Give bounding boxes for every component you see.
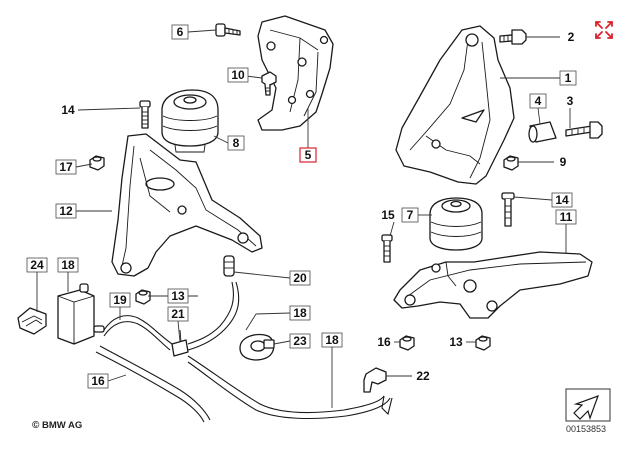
svg-text:21: 21 (171, 307, 185, 321)
callout-4[interactable]: 4 (529, 93, 547, 109)
part-20-fitting (223, 255, 235, 277)
part-15-bolt (501, 192, 515, 227)
callout-3[interactable]: 3 (562, 94, 578, 108)
svg-text:20: 20 (293, 271, 307, 285)
callout-18-left[interactable]: 16 (87, 373, 109, 389)
callout-21[interactable]: 21 (167, 306, 189, 322)
part-11-support-arm (393, 251, 593, 319)
part-1-support-bracket-right (395, 25, 515, 185)
svg-text:14: 14 (555, 193, 569, 207)
part-10-bolt (261, 71, 277, 96)
callout-2[interactable]: 2 (560, 30, 576, 44)
svg-text:22: 22 (416, 369, 430, 383)
part-8-engine-mount (161, 89, 219, 153)
svg-text:23: 23 (293, 334, 307, 348)
callout-14-left[interactable]: 14 (58, 103, 78, 117)
callout-12[interactable]: 12 (55, 203, 77, 219)
callout-16-left[interactable]: 17 (55, 159, 77, 175)
svg-text:13: 13 (171, 289, 185, 303)
svg-text:4: 4 (535, 94, 542, 108)
callout-22[interactable]: 22 (412, 369, 432, 383)
svg-text:3: 3 (567, 94, 574, 108)
svg-text:5: 5 (305, 148, 312, 162)
callout-17[interactable]: 18 (57, 257, 79, 273)
part-14-bolt-right (381, 234, 393, 263)
callout-13-left[interactable]: 13 (167, 288, 189, 304)
part-4-bushing (528, 121, 557, 143)
callout-7[interactable]: 7 (401, 207, 419, 223)
svg-text:17: 17 (59, 160, 73, 174)
part-6-bolt (215, 23, 241, 37)
callout-1[interactable]: 1 (559, 70, 577, 86)
part-12-support-bracket (111, 133, 263, 277)
svg-text:16: 16 (377, 335, 391, 349)
callout-10[interactable]: 10 (227, 67, 249, 83)
next-diagram-arrow-icon[interactable] (565, 388, 611, 422)
part-13-nut-right (475, 335, 491, 351)
vacuum-hoses (95, 281, 393, 423)
svg-text:8: 8 (233, 136, 240, 150)
part-21-t-connector (171, 329, 189, 357)
callout-23[interactable]: 23 (289, 333, 311, 349)
svg-text:13: 13 (449, 335, 463, 349)
callout-6[interactable]: 6 (171, 24, 189, 40)
svg-text:18: 18 (61, 258, 75, 272)
svg-text:7: 7 (407, 208, 414, 222)
svg-text:10: 10 (231, 68, 245, 82)
part-16-nut-left (89, 155, 105, 171)
copyright-symbol: © (32, 420, 40, 431)
svg-text:18: 18 (325, 333, 339, 347)
diagram-number: 00153853 (566, 424, 607, 434)
part-24-holder (17, 307, 47, 335)
callout-15[interactable]: 14 (551, 192, 573, 208)
callout-16-right[interactable]: 16 (374, 335, 394, 349)
part-13-nut-left (135, 289, 151, 305)
svg-text:9: 9 (560, 155, 567, 169)
svg-text:1: 1 (565, 71, 572, 85)
callout-24[interactable]: 24 (26, 257, 48, 273)
svg-text:18: 18 (293, 306, 307, 320)
svg-text:6: 6 (177, 25, 184, 39)
leader-lines (36, 29, 571, 408)
part-3-bolt (565, 121, 603, 139)
svg-text:2: 2 (568, 30, 575, 44)
svg-text:14: 14 (61, 103, 75, 117)
svg-text:15: 15 (381, 208, 395, 222)
part-14-bolt-left (139, 100, 151, 129)
copyright-text: BMW AG (42, 420, 83, 431)
svg-text:12: 12 (59, 204, 73, 218)
copyright-notice: © BMW AG (32, 420, 82, 431)
callout-8[interactable]: 8 (227, 135, 245, 151)
part-16-nut-right (399, 335, 415, 351)
svg-text:24: 24 (30, 258, 44, 272)
part-22-elbow-fitting (363, 367, 387, 393)
callout-13-right[interactable]: 13 (446, 335, 466, 349)
expand-arrows-icon[interactable] (591, 16, 617, 42)
part-7-engine-mount (429, 197, 483, 251)
callout-11[interactable]: 11 (555, 209, 577, 225)
callout-18-mid[interactable]: 18 (289, 305, 311, 321)
part-2-bolt (499, 29, 527, 45)
svg-text:11: 11 (560, 210, 573, 224)
part-17-pressure-converter (57, 283, 105, 345)
callout-19[interactable]: 19 (109, 292, 131, 308)
part-23-hose-clamp (239, 333, 275, 361)
callout-5[interactable]: 5 (299, 147, 317, 163)
svg-text:16: 16 (91, 374, 105, 388)
callout-9[interactable]: 9 (554, 155, 570, 169)
callout-18-right[interactable]: 18 (321, 332, 343, 348)
part-9-nut (503, 155, 519, 171)
callout-20[interactable]: 20 (289, 270, 311, 286)
callout-14-right[interactable]: 15 (378, 208, 398, 222)
svg-text:19: 19 (113, 293, 127, 307)
